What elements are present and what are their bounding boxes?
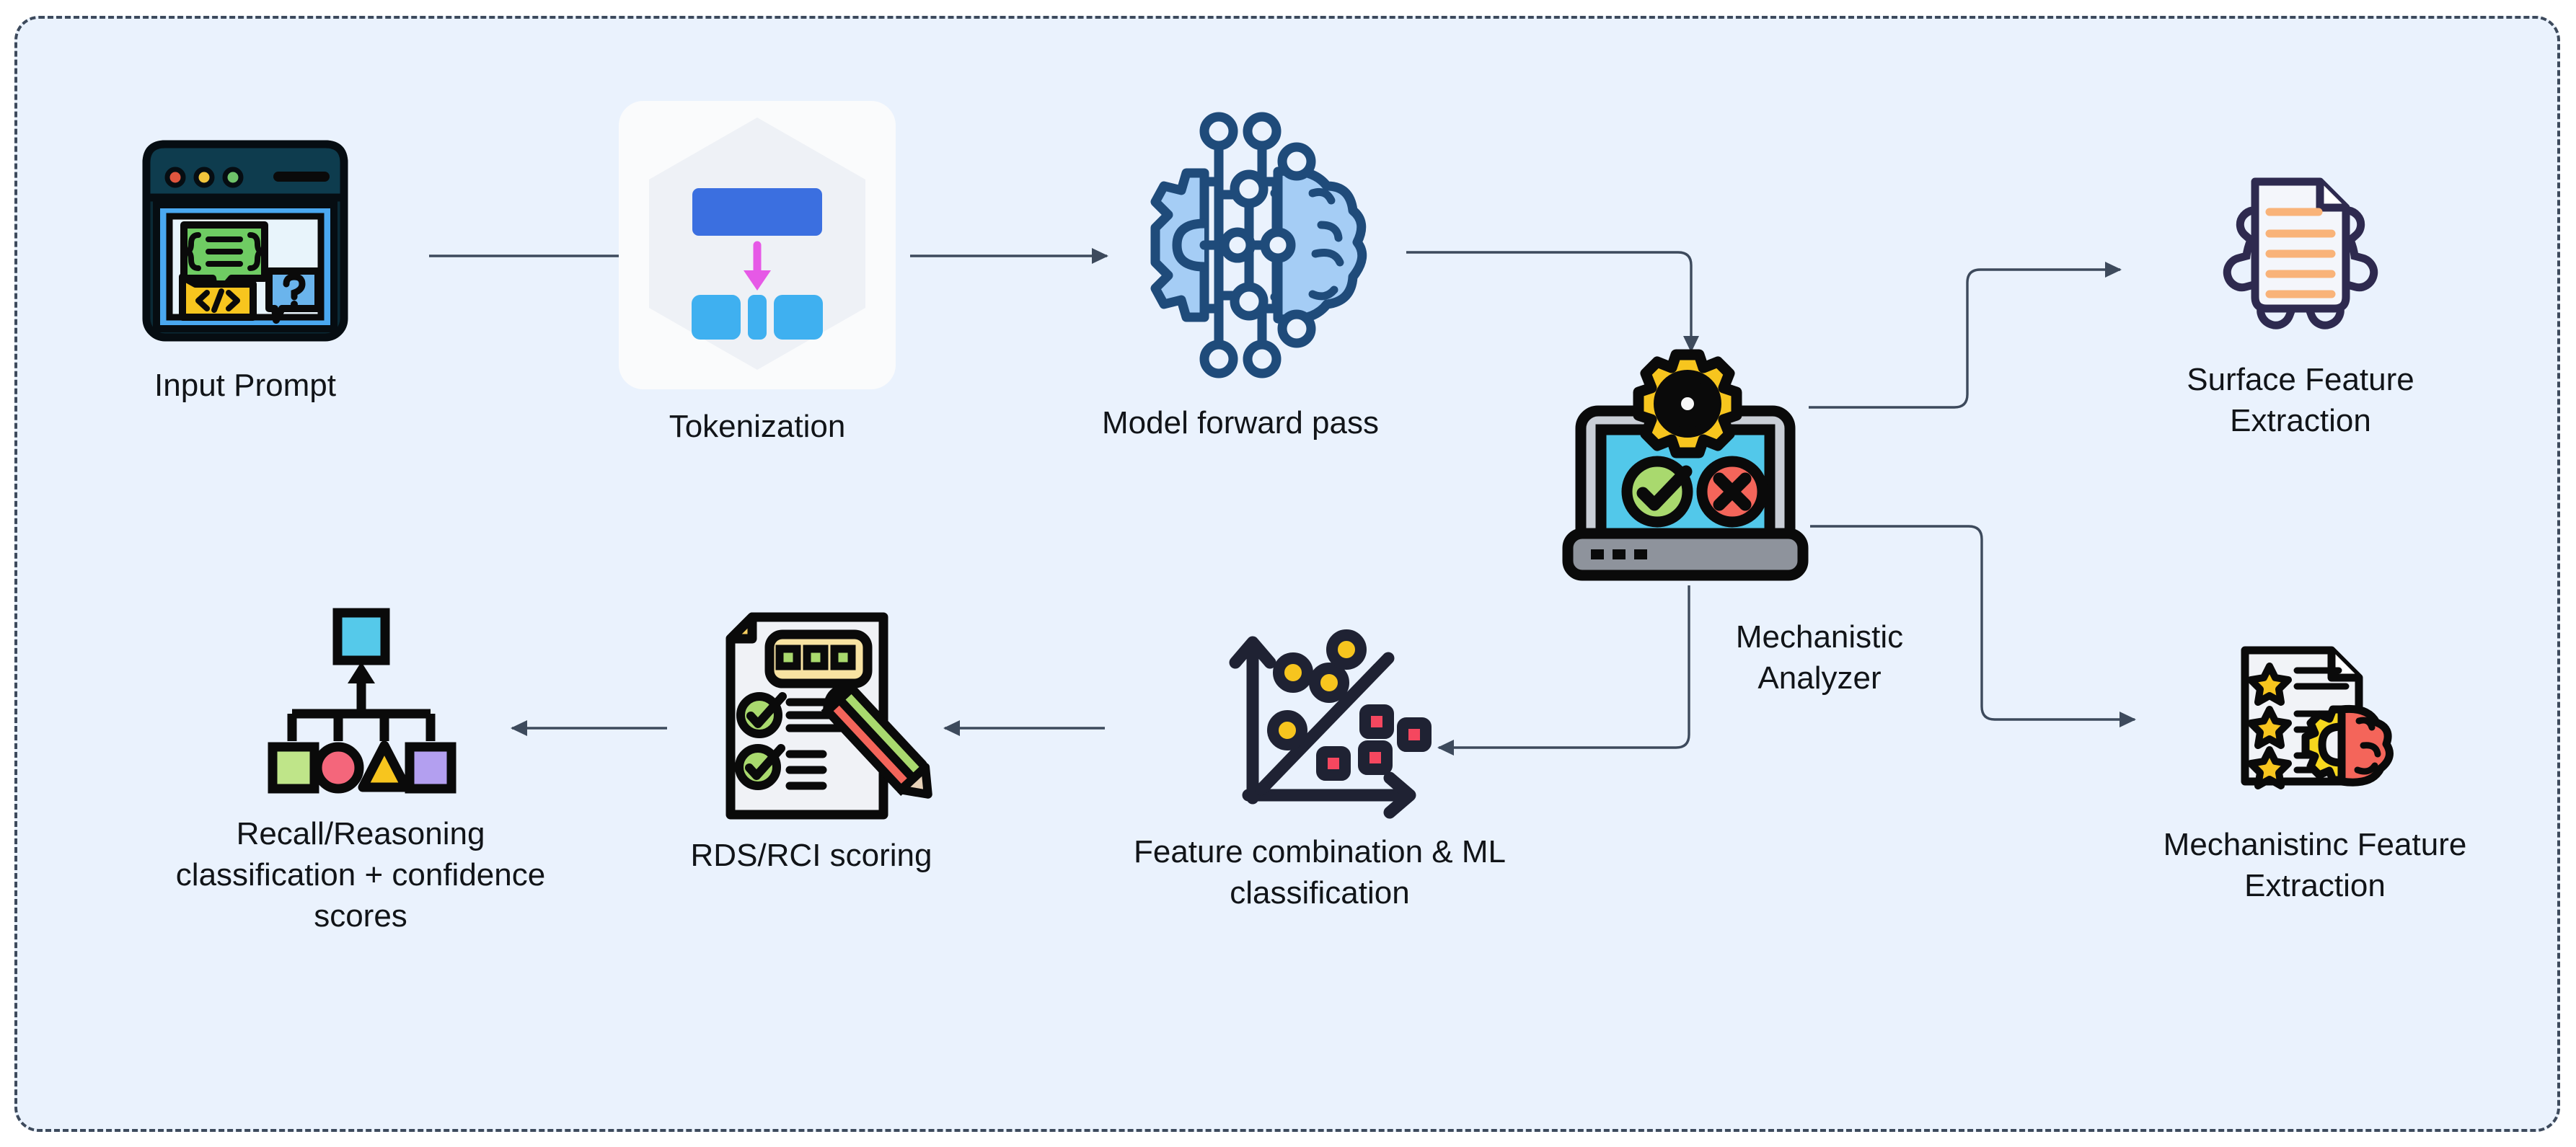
node-label-forward-pass: Model forward pass	[1102, 405, 1379, 440]
node-tokenization[interactable]: Tokenization	[613, 97, 901, 447]
node-label-feature-combination-ml: Feature combination & ML classification	[1133, 834, 1507, 911]
node-feature-combination-ml[interactable]: Feature combination & ML classification	[1075, 609, 1565, 913]
tokenization-hexagon-icon	[617, 97, 898, 393]
node-label-final-classification: Recall/Reasoning classification + confid…	[175, 816, 546, 934]
scatter-classification-icon	[1201, 609, 1439, 819]
node-forward-pass[interactable]: Model forward pass	[1053, 101, 1428, 443]
ai-brain-circuit-icon	[1096, 101, 1385, 389]
document-gear-icon	[2210, 166, 2391, 346]
node-final-classification[interactable]: Recall/Reasoning classification + confid…	[137, 606, 584, 937]
browser-prompt-icon	[141, 136, 350, 352]
node-label-rds-rci-scoring: RDS/RCI scoring	[690, 838, 932, 873]
node-label-input-prompt: Input Prompt	[154, 368, 336, 403]
checklist-pencil-icon	[703, 606, 932, 822]
node-label-mechanistic-feature-extraction: Mechanistinc Feature Extraction	[2163, 827, 2467, 904]
node-mechanistic-analyzer[interactable]	[1562, 349, 1810, 591]
document-stars-brain-gear-icon	[2225, 642, 2405, 811]
node-label-surface-feature-extraction: Surface Feature Extraction	[2187, 362, 2414, 439]
node-surface-feature-extraction[interactable]: Surface Feature Extraction	[2135, 166, 2466, 441]
node-label-mechanistic-analyzer: Mechanistic Analyzer	[1735, 619, 1904, 696]
classification-tree-icon	[252, 606, 469, 800]
laptop-gear-check-cross-icon	[1562, 349, 1810, 591]
node-label-tokenization: Tokenization	[669, 409, 846, 444]
node-input-prompt[interactable]: Input Prompt	[137, 136, 353, 406]
node-mechanistic-feature-extraction[interactable]: Mechanistinc Feature Extraction	[2135, 642, 2495, 906]
node-rds-rci-scoring[interactable]: RDS/RCI scoring	[649, 606, 974, 876]
